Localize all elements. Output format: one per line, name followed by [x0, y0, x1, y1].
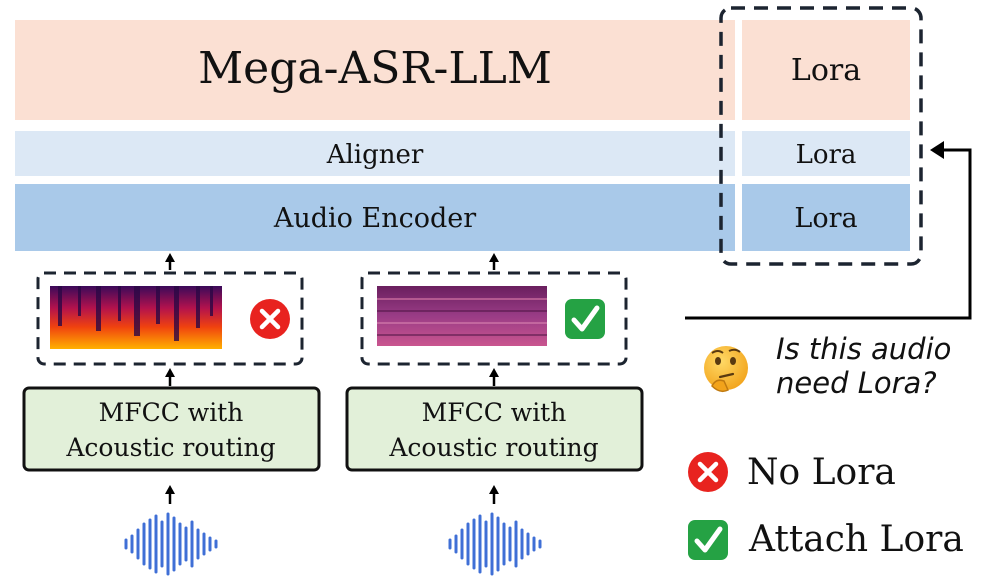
question-callout: Is this audio need Lora? — [704, 332, 951, 400]
cross-mark-icon — [250, 299, 290, 339]
aligner-lora-bar — [742, 131, 910, 176]
legend-attach-lora-label: Attach Lora — [748, 519, 964, 560]
encoder-layer: Audio Encoder Lora — [15, 184, 910, 251]
arrowhead-right-from-audio — [489, 485, 499, 494]
lora-group-outline — [719, 6, 923, 266]
check-mark-icon — [688, 520, 728, 560]
question-line1: Is this audio — [776, 332, 951, 366]
thinking-face-icon — [704, 346, 748, 393]
llm-label: Mega-ASR-LLM — [198, 43, 552, 94]
llm-bar — [15, 20, 735, 120]
legend-attach-lora: Attach Lora — [688, 519, 964, 560]
encoder-lora-label: Lora — [794, 203, 857, 234]
spectrogram-icon — [377, 286, 547, 346]
aligner-label: Aligner — [326, 140, 424, 170]
aligner-layer: Aligner Lora — [15, 131, 910, 176]
feedback-arrowhead — [930, 141, 944, 159]
arrowhead-right-to-encoder — [489, 253, 499, 262]
feedback-arrow — [685, 148, 972, 320]
mfcc-block-left — [22, 386, 321, 472]
spectrogram-frame-right — [360, 271, 628, 366]
arrowhead-left-to-encoder — [165, 253, 175, 262]
arrowhead-left-to-spectrogram — [165, 368, 175, 377]
encoder-bar — [15, 184, 735, 251]
question-line2: need Lora? — [776, 366, 937, 400]
llm-lora-bar — [742, 20, 910, 120]
arrowhead-right-to-spectrogram — [489, 368, 499, 377]
arrowhead-left-from-audio — [165, 485, 175, 494]
legend: No Lora Attach Lora — [688, 452, 964, 560]
aligner-lora-label: Lora — [796, 140, 857, 170]
mfcc-block-right — [345, 386, 644, 472]
waveform-icon — [448, 512, 542, 576]
mfcc-right-line2: Acoustic routing — [388, 433, 598, 462]
check-mark-icon — [565, 299, 605, 339]
cross-mark-icon — [688, 452, 728, 492]
waveform-icon — [124, 512, 218, 576]
mfcc-left-line1: MFCC with — [99, 398, 244, 427]
legend-no-lora: No Lora — [688, 452, 896, 493]
spectrogram-icon — [50, 286, 222, 349]
mfcc-right-line1: MFCC with — [422, 398, 567, 427]
legend-no-lora-label: No Lora — [747, 452, 896, 493]
branch-right: MFCC with Acoustic routing — [345, 253, 644, 576]
aligner-bar — [15, 131, 735, 176]
mfcc-left-line2: Acoustic routing — [65, 433, 275, 462]
branch-left: MFCC with Acoustic routing — [22, 253, 321, 576]
llm-lora-label: Lora — [791, 53, 861, 88]
spectrogram-frame-left — [36, 271, 304, 366]
llm-layer: Mega-ASR-LLM Lora — [15, 20, 910, 120]
encoder-lora-bar — [742, 184, 910, 251]
encoder-label: Audio Encoder — [273, 203, 476, 234]
